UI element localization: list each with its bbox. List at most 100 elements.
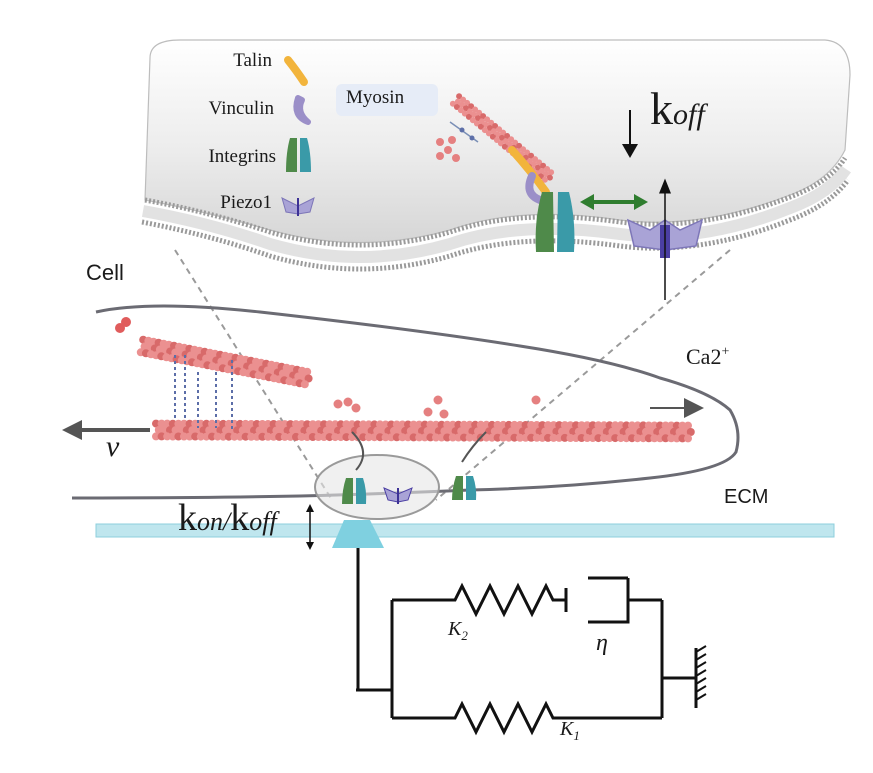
actin-bead bbox=[647, 427, 656, 436]
actin-bead bbox=[597, 427, 606, 436]
actin-bead bbox=[462, 427, 471, 436]
actin-bead bbox=[656, 421, 664, 430]
actin-bead bbox=[602, 427, 611, 436]
actin-bead bbox=[454, 98, 461, 105]
actin-bead bbox=[684, 434, 692, 443]
actin-bead bbox=[420, 433, 429, 442]
actin-bead bbox=[650, 421, 659, 430]
actin-bead bbox=[489, 133, 496, 140]
actin-bead bbox=[488, 119, 495, 126]
actin-bead bbox=[449, 100, 456, 107]
actin-bead bbox=[468, 103, 475, 110]
zoom-integrin bbox=[535, 192, 575, 252]
actin-bead bbox=[460, 433, 468, 442]
koff-arrow-head bbox=[622, 144, 638, 158]
actin-bead bbox=[521, 421, 530, 429]
actin-bead bbox=[477, 123, 484, 130]
actin-bead bbox=[177, 426, 186, 435]
actin-bead bbox=[605, 421, 614, 430]
actin-bead bbox=[283, 426, 292, 435]
actin-bead bbox=[233, 426, 242, 435]
actin-bead bbox=[600, 421, 608, 430]
actin-bead bbox=[560, 433, 569, 442]
actin-bead bbox=[292, 420, 300, 429]
actin-bead bbox=[460, 420, 468, 429]
actin-bead bbox=[457, 107, 464, 114]
actin-bead bbox=[448, 433, 457, 442]
actin-bead bbox=[628, 421, 636, 430]
actin-bead bbox=[168, 419, 177, 428]
actin-bead bbox=[499, 433, 508, 442]
piezo1-icon bbox=[281, 197, 315, 216]
actin-bead bbox=[236, 432, 244, 441]
actin-bead bbox=[474, 115, 481, 122]
actin-bead bbox=[331, 433, 340, 442]
actin-bead bbox=[280, 420, 289, 429]
actin-bead bbox=[572, 434, 580, 442]
actin-bead bbox=[611, 434, 620, 443]
actin-bead bbox=[493, 420, 502, 429]
spring-k1 bbox=[392, 700, 662, 736]
actin-bead bbox=[320, 420, 328, 429]
actin-bead bbox=[513, 427, 522, 436]
actin-bead bbox=[532, 421, 541, 429]
actin-bead bbox=[286, 420, 295, 429]
actin-bead bbox=[678, 421, 687, 430]
actin-bead bbox=[588, 434, 597, 442]
actin-bead bbox=[472, 106, 479, 113]
actin-bead bbox=[639, 421, 648, 430]
actin-bead bbox=[306, 426, 314, 435]
myosin-label: Myosin bbox=[346, 87, 405, 108]
actin-bead bbox=[429, 427, 438, 435]
actin-bead bbox=[506, 141, 513, 148]
actin-bead bbox=[661, 421, 670, 430]
actin-bead bbox=[376, 420, 384, 429]
actin-bead bbox=[608, 427, 617, 436]
actin-bead bbox=[308, 433, 317, 441]
actin-bead bbox=[549, 421, 558, 430]
actin-bead bbox=[510, 420, 519, 429]
actin-bead bbox=[373, 426, 382, 435]
actin-bead bbox=[605, 434, 614, 443]
actin-bead bbox=[468, 427, 477, 436]
actin-bead bbox=[485, 427, 494, 436]
actin-bead bbox=[252, 432, 261, 441]
actin-bead bbox=[466, 108, 473, 115]
actin-bead bbox=[222, 426, 230, 435]
actin-bead bbox=[453, 104, 460, 110]
actin-bead bbox=[345, 426, 354, 435]
actin-bead bbox=[470, 111, 477, 118]
actin-bead bbox=[247, 420, 256, 428]
actin-bead bbox=[182, 426, 191, 435]
actin-bead bbox=[336, 433, 345, 442]
actin-bead bbox=[415, 433, 424, 442]
actin-bead bbox=[434, 427, 443, 436]
actin-bead bbox=[241, 432, 250, 441]
actin-bead bbox=[644, 421, 653, 430]
actin-bead bbox=[308, 420, 317, 429]
actin-bead bbox=[492, 123, 499, 129]
actin-bead bbox=[275, 420, 284, 429]
actin-bead bbox=[493, 433, 502, 442]
actin-bead bbox=[426, 420, 435, 429]
actin-bead bbox=[342, 420, 351, 429]
actin-bead bbox=[275, 432, 284, 441]
actin-bead bbox=[583, 434, 592, 442]
actin-bead bbox=[314, 433, 323, 441]
actin-bead bbox=[594, 421, 603, 430]
actin-bead bbox=[670, 427, 678, 436]
actin-bead bbox=[481, 127, 488, 134]
actin-bead bbox=[521, 433, 530, 442]
actin-bead bbox=[432, 433, 440, 442]
actin-bead bbox=[401, 426, 410, 435]
membrane-outer bbox=[144, 156, 848, 248]
actin-bead bbox=[496, 126, 503, 133]
actin-bead bbox=[628, 434, 636, 443]
actin-bead bbox=[456, 93, 463, 100]
actin-bead bbox=[476, 109, 483, 116]
actin-bead bbox=[541, 427, 550, 436]
membrane-inner bbox=[141, 178, 851, 272]
actin-bead bbox=[566, 434, 575, 442]
actin-bead bbox=[498, 134, 505, 141]
actin-bead bbox=[619, 427, 628, 436]
